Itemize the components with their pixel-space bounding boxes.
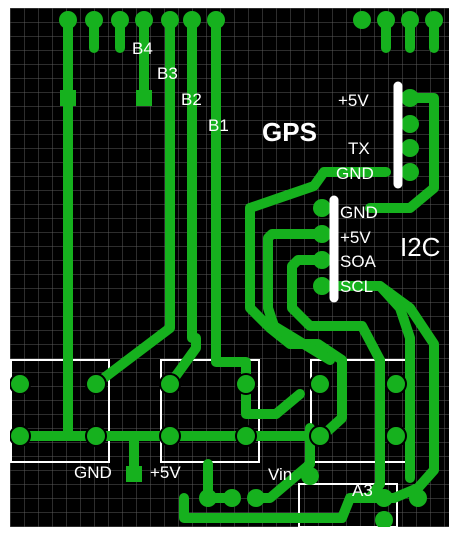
trace-i2c-5v xyxy=(263,229,335,365)
label-b1: B1 xyxy=(208,116,229,135)
i2c-pads xyxy=(313,199,331,295)
label-gps: GPS xyxy=(262,117,317,147)
silkscreen-bars xyxy=(329,81,403,303)
label-plus5v-i2c: +5V xyxy=(340,228,371,247)
outline-bottom-module xyxy=(298,483,398,527)
label-vin: Vin xyxy=(268,465,292,484)
trace-gps-5v xyxy=(365,93,439,213)
label-sda: SOA xyxy=(340,252,377,271)
header-pads-top-right xyxy=(353,11,443,29)
label-gnd-bottom: GND xyxy=(74,463,112,482)
header-pads-top-left xyxy=(59,11,225,29)
trace-i2c-sda xyxy=(287,255,385,503)
square-pads xyxy=(60,90,152,482)
label-b2: B2 xyxy=(181,90,202,109)
label-a3: A3 xyxy=(352,481,373,500)
trace-b3-long xyxy=(91,15,175,389)
label-b3: B3 xyxy=(157,64,178,83)
trace-b2-long xyxy=(165,15,201,389)
traces xyxy=(15,15,439,523)
label-i2c: I2C xyxy=(400,232,440,262)
trace-scl-branch xyxy=(375,281,415,483)
bottom-pads xyxy=(199,467,427,527)
pcb-board: B4 B3 B2 B1 GPS +5V TX GND GND +5V SOA S… xyxy=(10,8,449,527)
trace-bottom-loop xyxy=(179,493,399,523)
outline-left-module xyxy=(10,359,110,463)
label-plus5v-bottom: +5V xyxy=(150,463,181,482)
module-pads xyxy=(10,373,407,447)
label-gnd-top: GND xyxy=(336,164,374,183)
label-b4: B4 xyxy=(132,39,153,58)
label-tx: TX xyxy=(348,139,370,158)
label-gnd-i2c: GND xyxy=(340,203,378,222)
label-plus5v-top: +5V xyxy=(338,91,369,110)
gps-pads xyxy=(401,89,419,181)
label-scl: SCL xyxy=(340,277,373,296)
trace-mid-to-mod xyxy=(271,389,305,419)
